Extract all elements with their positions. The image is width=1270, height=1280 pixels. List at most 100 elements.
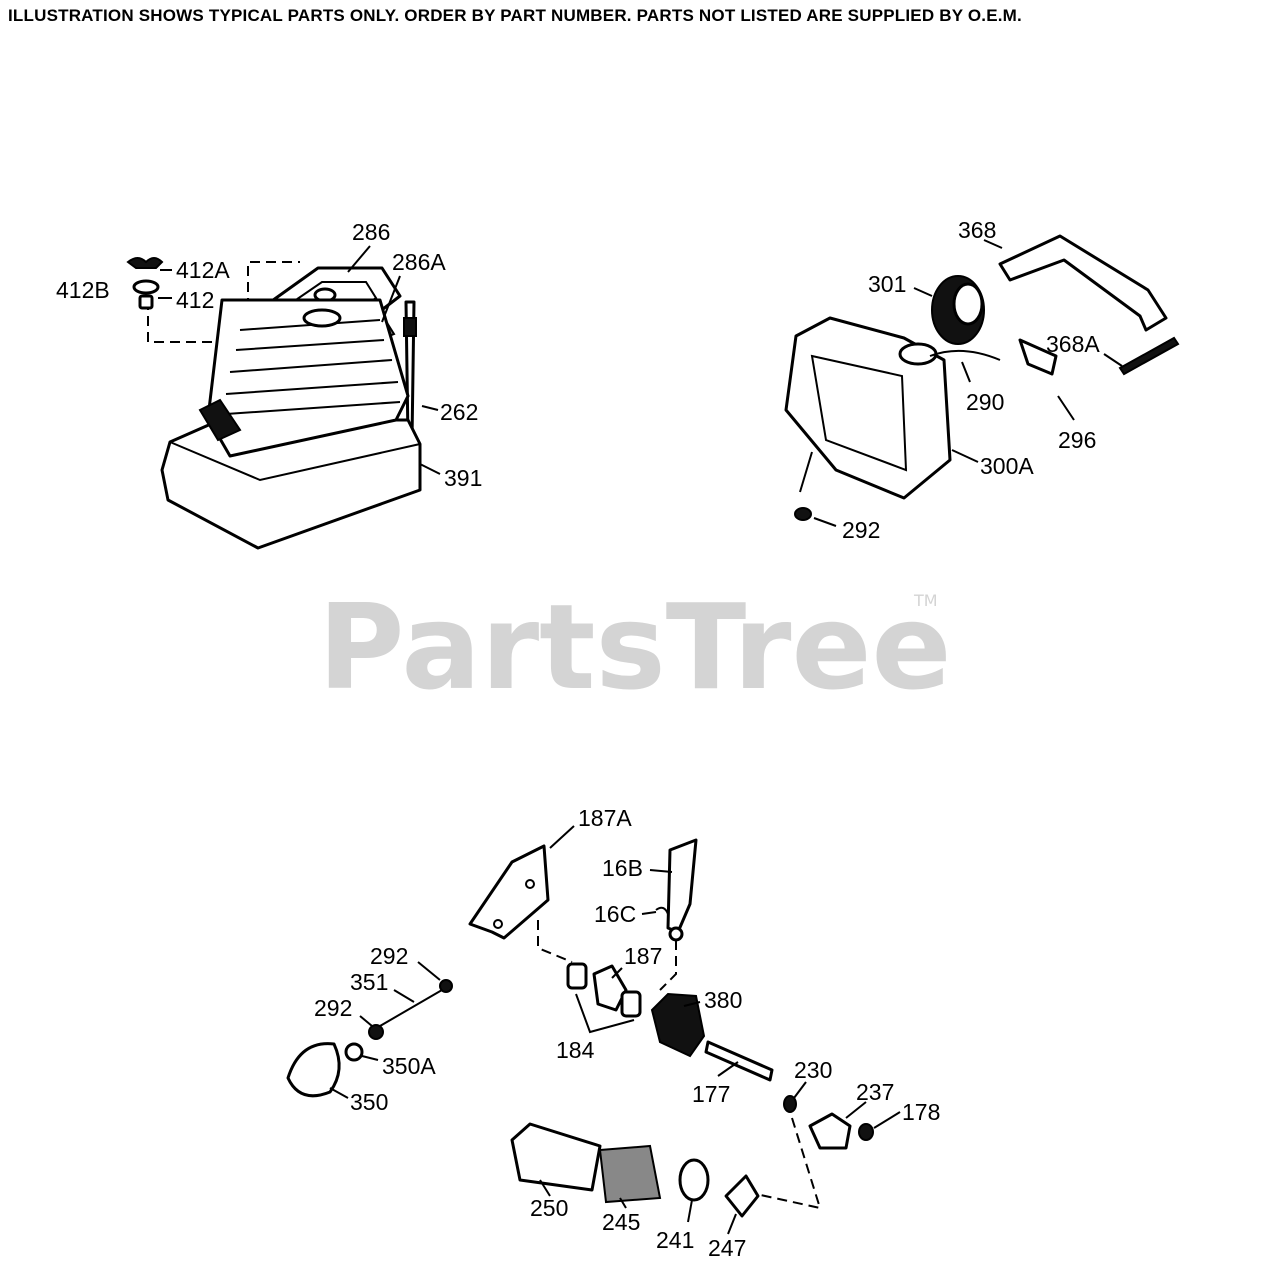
label-286: 286 [352, 219, 390, 245]
label-380: 380 [704, 987, 742, 1013]
screw-368A[interactable] [1118, 336, 1180, 376]
label-290: 290 [966, 389, 1004, 415]
fuel-tank-assembly: 368 301 368A 290 296 300A 292 [784, 217, 1180, 543]
washer-412A[interactable] [132, 279, 160, 295]
leader-300A [951, 449, 979, 463]
plate-241[interactable] [678, 1158, 710, 1202]
leader-184 [575, 993, 635, 1034]
label-247: 247 [708, 1235, 746, 1261]
label-301: 301 [868, 271, 906, 297]
leader-350A [361, 1055, 379, 1061]
leader-380 [683, 1001, 701, 1007]
label-230: 230 [794, 1057, 832, 1083]
fuel-outlet-line [799, 451, 813, 493]
leader-16C [641, 911, 657, 915]
label-412A: 412A [176, 257, 230, 283]
label-300A: 300A [980, 453, 1034, 479]
leader-368 [983, 239, 1003, 249]
throttle-lever-16B[interactable] [666, 838, 698, 934]
label-350A: 350A [382, 1053, 436, 1079]
lever-pivot [668, 926, 684, 942]
label-292b: 292 [370, 943, 408, 969]
label-245: 245 [602, 1209, 640, 1235]
label-292a: 292 [842, 517, 880, 543]
shaft-177[interactable] [704, 1040, 774, 1082]
label-412B: 412B [56, 277, 110, 303]
shutoff-valve-296[interactable] [1018, 338, 1058, 376]
label-250: 250 [530, 1195, 568, 1221]
leader-187 [611, 967, 623, 979]
label-351: 351 [350, 969, 388, 995]
leader-286 [347, 245, 371, 273]
clamp-292-lower[interactable] [368, 1024, 384, 1040]
tank-face [810, 354, 908, 472]
deflector-247[interactable] [724, 1174, 760, 1218]
label-177: 177 [692, 1081, 730, 1107]
watermark-tm: TM [913, 591, 938, 610]
head-boss [302, 308, 342, 328]
dashed-guide-3 [755, 1117, 822, 1210]
bracket-hole-2 [493, 919, 503, 929]
gasket-184-right[interactable] [620, 990, 642, 1018]
nut-412[interactable] [138, 294, 154, 310]
label-368: 368 [958, 217, 996, 243]
leader-292a [813, 517, 837, 527]
label-241: 241 [656, 1227, 694, 1253]
grommet-350A[interactable] [344, 1042, 364, 1062]
leader-290 [961, 361, 971, 383]
leader-292c [359, 1015, 373, 1027]
dashed-guide-1 [537, 920, 573, 963]
leader-350 [329, 1087, 349, 1099]
leader-351 [393, 989, 415, 1003]
washer-230[interactable] [783, 1095, 797, 1113]
tank-filler-neck [898, 342, 938, 366]
hose-clamp-292[interactable] [794, 507, 812, 521]
label-16C: 16C [594, 901, 636, 927]
float-bowl-237[interactable] [808, 1112, 852, 1150]
carburetor-380[interactable] [650, 992, 706, 1058]
control-bracket-187A[interactable] [468, 844, 550, 940]
shroud-top-edge [169, 441, 421, 482]
clamp-292-upper[interactable] [439, 979, 453, 993]
label-350: 350 [350, 1089, 388, 1115]
dipstick-cap [403, 317, 417, 337]
leader-368A [1103, 353, 1123, 367]
fuel-line-290[interactable] [929, 349, 1001, 361]
label-391: 391 [444, 465, 482, 491]
leader-187A [549, 825, 575, 849]
label-412: 412 [176, 287, 214, 313]
leader-245 [619, 1197, 627, 1209]
leader-286A [381, 275, 401, 323]
label-262: 262 [440, 399, 478, 425]
spring-16C[interactable] [655, 906, 669, 915]
label-187A: 187A [578, 805, 632, 831]
wing-nut-412B[interactable] [126, 257, 164, 269]
leader-301 [913, 287, 933, 297]
label-184: 184 [556, 1037, 595, 1063]
label-16B: 16B [602, 855, 643, 881]
leader-247 [727, 1213, 737, 1235]
label-187: 187 [624, 943, 662, 969]
leader-250 [539, 1179, 551, 1197]
label-178: 178 [902, 1099, 940, 1125]
leader-241 [687, 1199, 693, 1223]
carburetor-assembly: 187A 16B 16C 187 380 184 292 351 292 350… [286, 805, 940, 1261]
leader-391 [419, 463, 441, 475]
leader-230 [793, 1081, 807, 1099]
tank-bracket-368[interactable] [998, 234, 1168, 332]
primer-bulb-350[interactable] [286, 1042, 341, 1098]
muffler-body-250[interactable] [510, 1122, 602, 1192]
leader-16B [649, 869, 673, 873]
leader-178 [873, 1111, 901, 1129]
leader-177 [717, 1061, 739, 1077]
bracket-hole-1 [525, 879, 535, 889]
nut-178[interactable] [858, 1123, 874, 1141]
screen-245[interactable] [598, 1144, 662, 1204]
leader-237 [845, 1101, 867, 1119]
label-296: 296 [1058, 427, 1096, 453]
dashed-guide-2 [659, 940, 677, 991]
fuel-line-351[interactable] [379, 989, 443, 1027]
label-286A: 286A [392, 249, 446, 275]
gasket-184-left[interactable] [566, 962, 588, 990]
